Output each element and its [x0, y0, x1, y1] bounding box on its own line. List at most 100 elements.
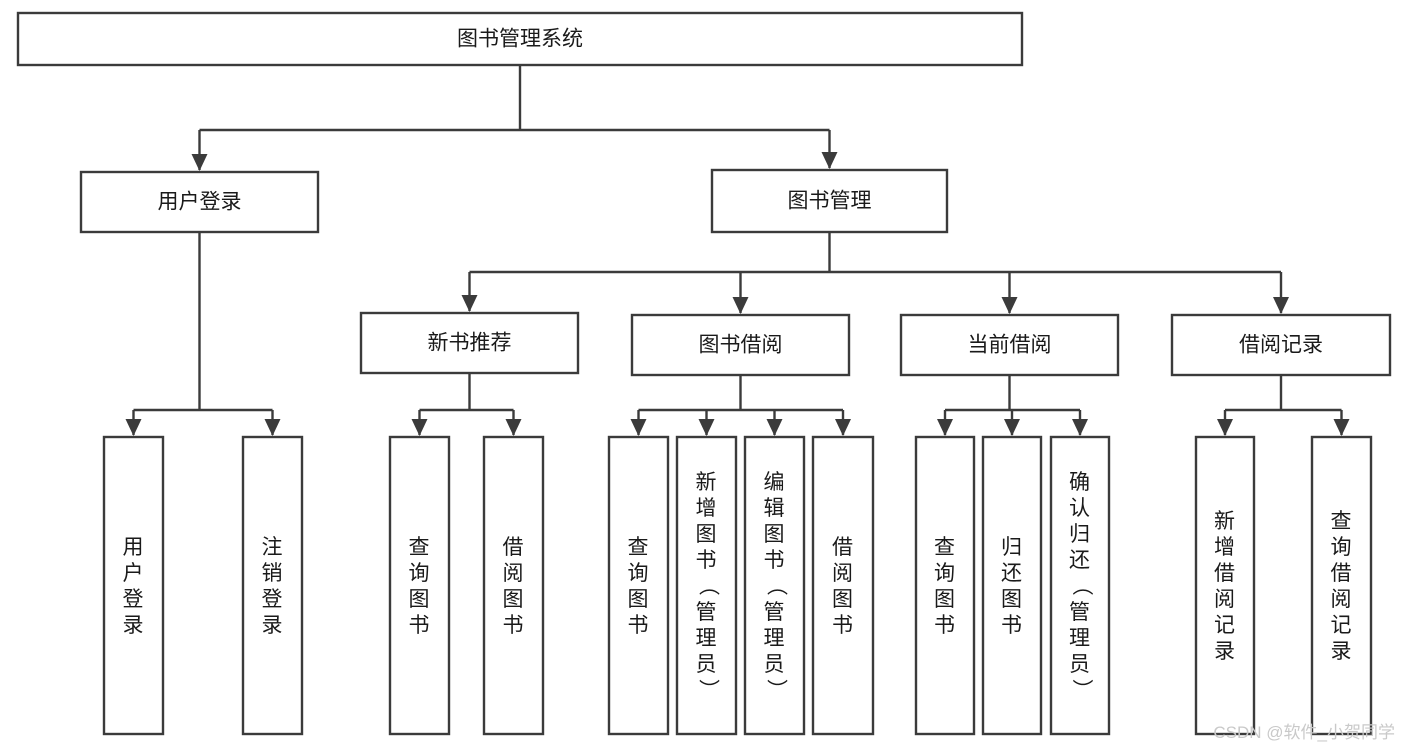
svg-text:阅: 阅: [503, 562, 527, 585]
arrow-head-icon: [411, 419, 428, 436]
svg-text:管: 管: [764, 601, 788, 624]
node-book-manage[interactable]: [710, 168, 949, 234]
svg-text:归: 归: [1069, 523, 1093, 546]
svg-text:借: 借: [1214, 562, 1238, 585]
svg-text:确: 确: [1069, 471, 1093, 494]
node-book-borrow[interactable]: [630, 313, 851, 377]
svg-text:图: 图: [628, 588, 652, 611]
svg-text:书: 书: [628, 614, 652, 637]
node-borrow-record[interactable]: [1170, 313, 1392, 377]
node-leaf-return-book[interactable]: [981, 435, 1043, 736]
svg-text:理: 理: [696, 627, 720, 650]
arrow-head-icon: [937, 419, 953, 436]
svg-text:书: 书: [832, 614, 856, 637]
node-leaf-query-book-1[interactable]: [388, 435, 451, 736]
arrow-head-icon: [1072, 419, 1088, 436]
node-label-borrow-record: 借阅记录: [1239, 334, 1323, 357]
node-new-book-recommend[interactable]: [359, 311, 580, 375]
svg-text:（: （: [1070, 575, 1093, 599]
arrow-head-icon: [766, 419, 783, 436]
svg-text:查: 查: [628, 536, 652, 559]
node-label-leaf-user-login: 用户登录: [123, 536, 147, 637]
svg-text:查: 查: [409, 536, 433, 559]
node-leaf-borrow-book-1[interactable]: [482, 435, 545, 736]
svg-text:员: 员: [696, 653, 720, 676]
node-label-current-borrow: 当前借阅: [968, 334, 1052, 357]
svg-text:图: 图: [1001, 588, 1025, 611]
svg-text:图: 图: [409, 588, 433, 611]
arrow-head-icon: [1001, 297, 1018, 314]
svg-text:录: 录: [1214, 640, 1238, 663]
node-label-new-book-recommend: 新书推荐: [428, 332, 512, 355]
node-label-user-login: 用户登录: [158, 191, 242, 214]
svg-text:认: 认: [1069, 497, 1093, 520]
svg-text:图: 图: [764, 523, 788, 546]
svg-text:编: 编: [764, 471, 788, 494]
node-leaf-confirm-return[interactable]: [1049, 435, 1111, 736]
svg-text:借: 借: [1331, 562, 1355, 585]
node-current-borrow[interactable]: [899, 313, 1120, 377]
arrow-head-icon: [505, 419, 522, 436]
arrow-head-icon: [264, 419, 281, 436]
node-root-图书管理系统[interactable]: [16, 11, 1024, 67]
node-leaf-user-logout[interactable]: [241, 435, 304, 736]
svg-text:户: 户: [123, 562, 147, 585]
svg-text:理: 理: [1069, 627, 1093, 650]
svg-text:书: 书: [503, 614, 527, 637]
svg-text:书: 书: [1001, 614, 1025, 637]
svg-text:录: 录: [123, 614, 147, 637]
svg-text:还: 还: [1069, 549, 1093, 572]
arrow-head-icon: [698, 419, 715, 436]
svg-text:阅: 阅: [832, 562, 856, 585]
arrow-head-icon: [732, 297, 749, 314]
svg-text:新: 新: [696, 471, 720, 494]
node-leaf-add-record[interactable]: [1194, 435, 1256, 736]
svg-text:询: 询: [934, 562, 958, 585]
svg-text:）: ）: [765, 679, 788, 703]
svg-text:增: 增: [696, 497, 720, 520]
arrow-head-icon: [821, 152, 838, 169]
svg-text:）: ）: [1070, 679, 1093, 703]
node-user-login[interactable]: [79, 170, 320, 234]
node-leaf-edit-book[interactable]: [743, 435, 806, 736]
svg-text:管: 管: [1069, 601, 1093, 624]
svg-text:录: 录: [262, 614, 286, 637]
svg-text:增: 增: [1214, 536, 1238, 559]
arrow-head-icon: [461, 295, 478, 312]
svg-text:记: 记: [1214, 614, 1238, 637]
node-leaf-add-book[interactable]: [675, 435, 738, 736]
node-leaf-query-book-2[interactable]: [607, 435, 670, 736]
svg-text:阅: 阅: [1214, 588, 1238, 611]
connectors-layer: [125, 65, 1350, 436]
svg-text:（: （: [765, 575, 788, 599]
svg-text:询: 询: [628, 562, 652, 585]
arrow-head-icon: [835, 419, 851, 436]
svg-text:询: 询: [409, 562, 433, 585]
node-leaf-query-book-3[interactable]: [914, 435, 976, 736]
node-leaf-borrow-book-2[interactable]: [811, 435, 875, 736]
arrow-head-icon: [630, 419, 647, 436]
node-label-book-borrow: 图书借阅: [699, 334, 783, 357]
svg-text:书: 书: [764, 549, 788, 572]
svg-text:借: 借: [503, 536, 527, 559]
node-leaf-query-record[interactable]: [1310, 435, 1373, 736]
svg-text:新: 新: [1214, 510, 1238, 533]
node-label-book-manage: 图书管理: [788, 190, 872, 213]
svg-text:书: 书: [409, 614, 433, 637]
svg-text:记: 记: [1331, 614, 1355, 637]
svg-text:）: ）: [697, 679, 720, 703]
svg-text:查: 查: [934, 536, 958, 559]
svg-text:查: 查: [1331, 510, 1355, 533]
svg-text:归: 归: [1001, 536, 1025, 559]
arrow-head-icon: [1004, 419, 1020, 436]
svg-text:管: 管: [696, 601, 720, 624]
node-leaf-user-login[interactable]: [102, 435, 165, 736]
